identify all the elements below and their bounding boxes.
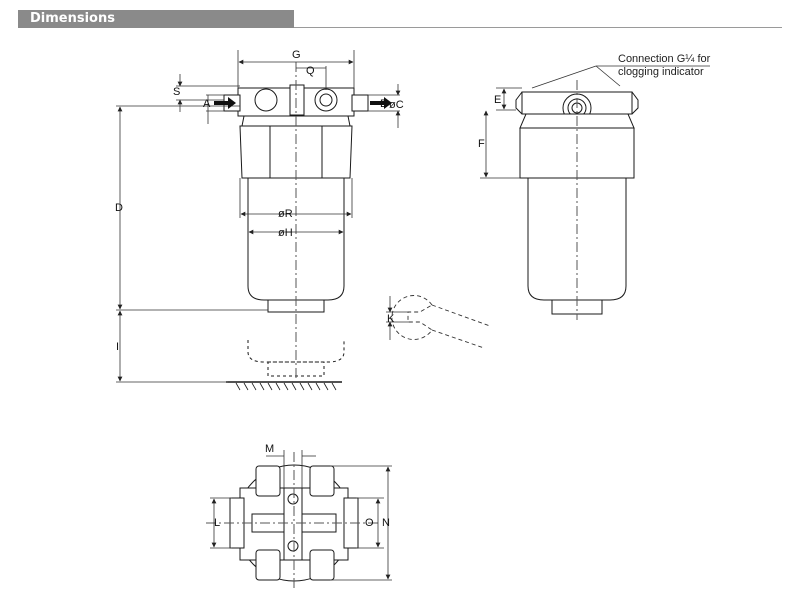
annotation-line-2: clogging indicator (618, 66, 704, 78)
dim-label-R: øR (278, 208, 293, 220)
outlet-port (351, 94, 369, 112)
top-lug-2 (309, 465, 335, 497)
side-dimensions (480, 65, 710, 179)
dim-label-Q: Q (306, 65, 315, 77)
dim-label-F: F (478, 138, 485, 150)
port-boss-left (254, 88, 278, 112)
front-dimensions (116, 50, 401, 383)
dim-label-I: I (116, 341, 119, 353)
side-view (515, 80, 639, 320)
ground-hatch (235, 382, 337, 391)
top-hole-lower (287, 540, 299, 552)
side-head-right-flange (631, 91, 639, 115)
front-view (223, 62, 369, 391)
section-title: Dimensions (30, 11, 115, 26)
dim-label-N: N (382, 517, 390, 529)
top-lug-4 (309, 549, 335, 581)
port-boss-right (314, 88, 338, 112)
side-head-left-flange (515, 91, 523, 115)
wrench-detail (391, 295, 491, 349)
outlet-flow-arrow (370, 97, 392, 109)
center-stem (289, 84, 305, 116)
dim-label-B: B (380, 98, 387, 110)
top-lug-1 (255, 465, 281, 497)
annotation-line-1: Connection G¼ for (618, 53, 711, 65)
top-hole-upper (287, 493, 299, 505)
dim-label-G: G (292, 49, 301, 61)
wrench-dimension (386, 296, 410, 340)
dim-label-L: L (214, 517, 220, 529)
top-lug-3 (255, 549, 281, 581)
dim-label-E: E (494, 94, 501, 106)
top-center-stem (283, 487, 303, 561)
dim-label-K: K (387, 313, 395, 325)
dim-label-M: M (265, 443, 274, 455)
dim-label-O: O (365, 517, 374, 529)
removal-clearance-outline (247, 340, 345, 363)
dim-label-C: øC (389, 99, 404, 111)
top-view (206, 452, 380, 590)
section-header-bar (18, 10, 294, 28)
section-header-rule (294, 27, 782, 28)
dim-label-S: S (173, 86, 180, 98)
bowl-lower (247, 177, 345, 301)
inlet-flow-arrow (214, 97, 236, 109)
dim-label-A: A (203, 98, 211, 110)
wrench-jaw-outline (391, 295, 433, 340)
port-hole-right (319, 93, 333, 107)
dim-label-H: øH (278, 227, 293, 239)
top-dimensions (210, 450, 392, 581)
dim-label-D: D (115, 202, 123, 214)
